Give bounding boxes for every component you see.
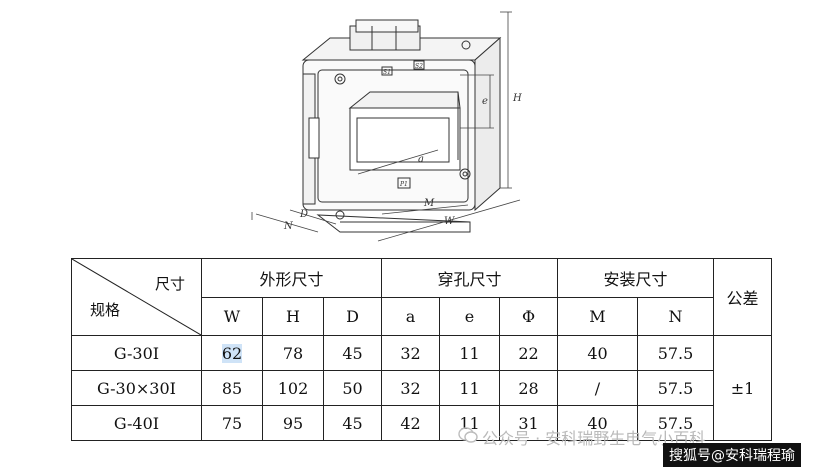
dim-label-M: M bbox=[423, 198, 435, 209]
value-cell: 28 bbox=[499, 370, 558, 406]
value-cell: 62 bbox=[201, 335, 263, 371]
value-cell: 78 bbox=[262, 335, 324, 371]
source-tag: 搜狐号@安科瑞程瑜 bbox=[663, 443, 801, 467]
table-row: G-30I 62 78 45 32 11 22 40 57.5 ±1 bbox=[71, 335, 773, 441]
dim-label-a: a bbox=[418, 154, 424, 165]
model-cell: G-40I bbox=[71, 405, 202, 441]
value-cell: 57.5 bbox=[636, 370, 715, 406]
value-cell: 40 bbox=[557, 405, 638, 441]
group-header-hole: 穿孔尺寸 bbox=[381, 258, 558, 298]
model-cell: G-30I bbox=[71, 335, 202, 371]
header-row-groups: 尺寸 规格 外形尺寸 穿孔尺寸 安装尺寸 公差 bbox=[71, 258, 773, 336]
value-cell: 75 bbox=[201, 405, 263, 441]
wechat-icon bbox=[458, 427, 478, 443]
group-header-tolerance: 公差 bbox=[713, 258, 773, 336]
value-cell: 11 bbox=[439, 370, 500, 406]
corner-label-size: 尺寸 bbox=[154, 275, 185, 293]
value-cell: / bbox=[557, 370, 638, 406]
dim-label-W: W bbox=[444, 216, 455, 227]
corner-diagonal bbox=[72, 259, 201, 335]
corner-header-cell: 尺寸 规格 bbox=[71, 258, 202, 336]
subheader-cell: a bbox=[381, 296, 440, 336]
spec-table: 尺寸 规格 外形尺寸 穿孔尺寸 安装尺寸 公差 W H D a e Φ M N … bbox=[71, 258, 773, 441]
terminal-s1-label: S1 bbox=[383, 69, 391, 76]
dim-label-N: N bbox=[283, 221, 294, 232]
subheader-cell: Φ bbox=[499, 296, 558, 336]
value-cell: 40 bbox=[557, 335, 638, 371]
subheader-cell: D bbox=[323, 296, 382, 336]
subheader-cell: W bbox=[201, 296, 263, 336]
value-cell: 57.5 bbox=[636, 405, 715, 441]
value-cell: 102 bbox=[262, 370, 324, 406]
value-cell: 22 bbox=[499, 335, 558, 371]
value-cell: 50 bbox=[323, 370, 382, 406]
watermark-text: 公众号 · 安科瑞野生电气小百科 bbox=[482, 429, 706, 448]
value-cell: 85 bbox=[201, 370, 263, 406]
tolerance-cell: ±1 bbox=[713, 335, 773, 441]
value-cell: 45 bbox=[323, 335, 382, 371]
selected-value: 62 bbox=[221, 343, 243, 363]
subheader-cell: e bbox=[439, 296, 500, 336]
table-row: G-30×30I 85 102 50 32 11 28 / 57.5 bbox=[71, 370, 772, 406]
subheader-cell: M bbox=[557, 296, 638, 336]
dim-label-D: D bbox=[299, 209, 308, 220]
terminal-p1-label: P1 bbox=[399, 181, 408, 188]
transformer-drawing: a e H D M W N S1 S2 P1 bbox=[251, 11, 522, 242]
model-cell: G-30×30I bbox=[71, 370, 202, 406]
subheader-cell: H bbox=[262, 296, 324, 336]
header-row-sub: W H D a e Φ M N bbox=[72, 296, 772, 336]
value-cell: 31 bbox=[499, 405, 558, 441]
terminal-s2-label: S2 bbox=[415, 63, 423, 70]
value-cell: 42 bbox=[381, 405, 440, 441]
group-header-mounting: 安装尺寸 bbox=[556, 258, 715, 298]
value-cell: 11 bbox=[439, 335, 500, 371]
dim-label-H: H bbox=[512, 93, 522, 104]
group-header-outline: 外形尺寸 bbox=[201, 258, 382, 298]
value-cell: 57.5 bbox=[636, 335, 715, 371]
subheader-cell: N bbox=[636, 296, 715, 336]
value-cell: 45 bbox=[323, 405, 382, 441]
value-cell: 32 bbox=[381, 370, 440, 406]
value-cell: 95 bbox=[262, 405, 324, 441]
corner-label-model: 规格 bbox=[90, 301, 121, 319]
dim-label-e: e bbox=[482, 96, 488, 107]
value-cell: 32 bbox=[381, 335, 440, 371]
